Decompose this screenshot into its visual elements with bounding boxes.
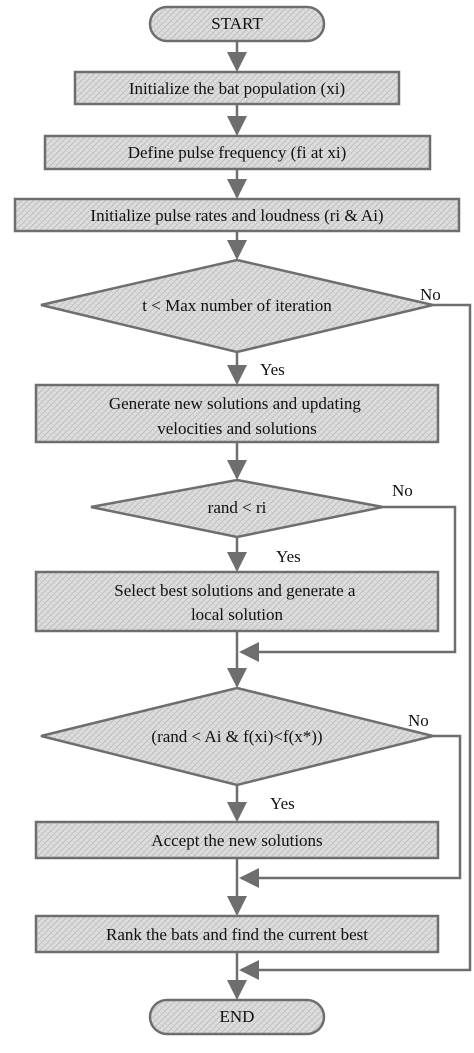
init-rates-step: Initialize pulse rates and loudness (ri …	[13, 197, 461, 233]
iteration-yes-label: Yes	[260, 360, 285, 379]
init-population-label: Initialize the bat population (xi)	[129, 79, 345, 98]
no-path-accept	[239, 734, 462, 888]
end-terminal: END	[148, 998, 326, 1036]
rand-yes-label: Yes	[276, 547, 301, 566]
connectors	[227, 40, 472, 1000]
accept-no-label: No	[408, 711, 429, 730]
select-best-step: Select best solutions and generate a loc…	[34, 570, 440, 633]
iteration-decision: t < Max number of iteration	[40, 258, 434, 354]
no-path-iteration	[239, 303, 472, 980]
init-rates-label: Initialize pulse rates and loudness (ri …	[90, 206, 383, 225]
rank-bats-label: Rank the bats and find the current best	[106, 925, 368, 944]
generate-solutions-step: Generate new solutions and updating velo…	[34, 383, 440, 444]
start-terminal: START	[148, 5, 326, 43]
accept-solutions-label: Accept the new solutions	[151, 831, 322, 850]
rand-decision-label: rand < ri	[208, 498, 267, 517]
define-frequency-label: Define pulse frequency (fi at xi)	[128, 143, 347, 162]
rand-decision: rand < ri	[90, 478, 384, 539]
end-label: END	[220, 1007, 255, 1026]
define-frequency-step: Define pulse frequency (fi at xi)	[43, 134, 432, 171]
no-path-rand	[239, 505, 457, 662]
iteration-decision-label: t < Max number of iteration	[142, 296, 332, 315]
rank-bats-step: Rank the bats and find the current best	[34, 914, 440, 954]
select-best-label: Select best solutions and generate a loc…	[114, 581, 359, 624]
iteration-no-label: No	[420, 285, 441, 304]
accept-solutions-step: Accept the new solutions	[34, 820, 440, 860]
accept-yes-label: Yes	[270, 794, 295, 813]
generate-solutions-label: Generate new solutions and updating velo…	[109, 394, 365, 438]
init-population-step: Initialize the bat population (xi)	[73, 70, 401, 106]
rand-no-label: No	[392, 481, 413, 500]
accept-decision-label: (rand < Ai & f(xi)<f(x*))	[151, 727, 322, 746]
start-label: START	[211, 14, 263, 33]
accept-decision: (rand < Ai & f(xi)<f(x*))	[40, 686, 434, 787]
